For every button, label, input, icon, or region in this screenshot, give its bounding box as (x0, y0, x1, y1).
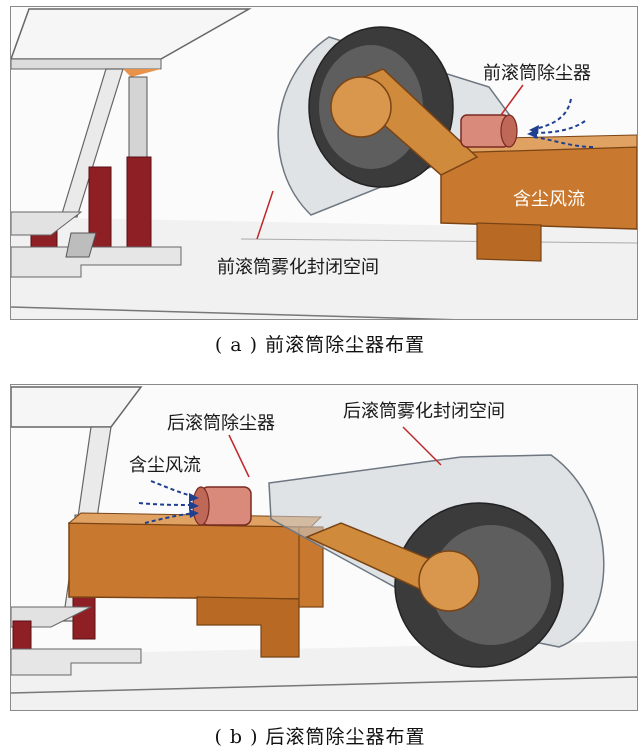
rear-dust-collector (192, 486, 252, 526)
panel-a-front-drum: 前滚筒除尘器 含尘风流 前滚筒雾化封闭空间 (10, 6, 638, 320)
ranging-arm (330, 68, 479, 176)
label-front-dust-collector: 前滚筒除尘器 (483, 63, 591, 84)
airflow-arrowheads (189, 493, 199, 518)
label-front-enclosure: 前滚筒雾化封闭空间 (217, 257, 379, 278)
leader-lines (228, 426, 442, 478)
panel-b-rear-drum: 后滚筒除尘器 含尘风流 后滚筒雾化封闭空间 (10, 384, 638, 711)
ranging-arm (305, 522, 480, 612)
hydraulic-support (11, 8, 252, 278)
shearer-body (67, 512, 324, 658)
label-dust-airflow: 含尘风流 (129, 455, 201, 476)
label-dust-airflow: 含尘风流 (513, 189, 585, 210)
leader-lines (256, 84, 524, 240)
label-rear-enclosure: 后滚筒雾化封闭空间 (343, 401, 505, 422)
panel-a-illustration: 前滚筒除尘器 含尘风流 前滚筒雾化封闭空间 (11, 8, 637, 319)
airflow-arrowheads (527, 125, 539, 138)
label-rear-dust-collector: 后滚筒除尘器 (167, 413, 275, 434)
caption-b: ( b ) 后滚筒除尘器布置 (214, 726, 426, 748)
panel-b-illustration: 后滚筒除尘器 含尘风流 后滚筒雾化封闭空间 (11, 386, 637, 710)
shearer-body (439, 134, 637, 262)
caption-a: ( a ) 前滚筒除尘器布置 (214, 334, 426, 356)
front-dust-collector (460, 114, 518, 148)
